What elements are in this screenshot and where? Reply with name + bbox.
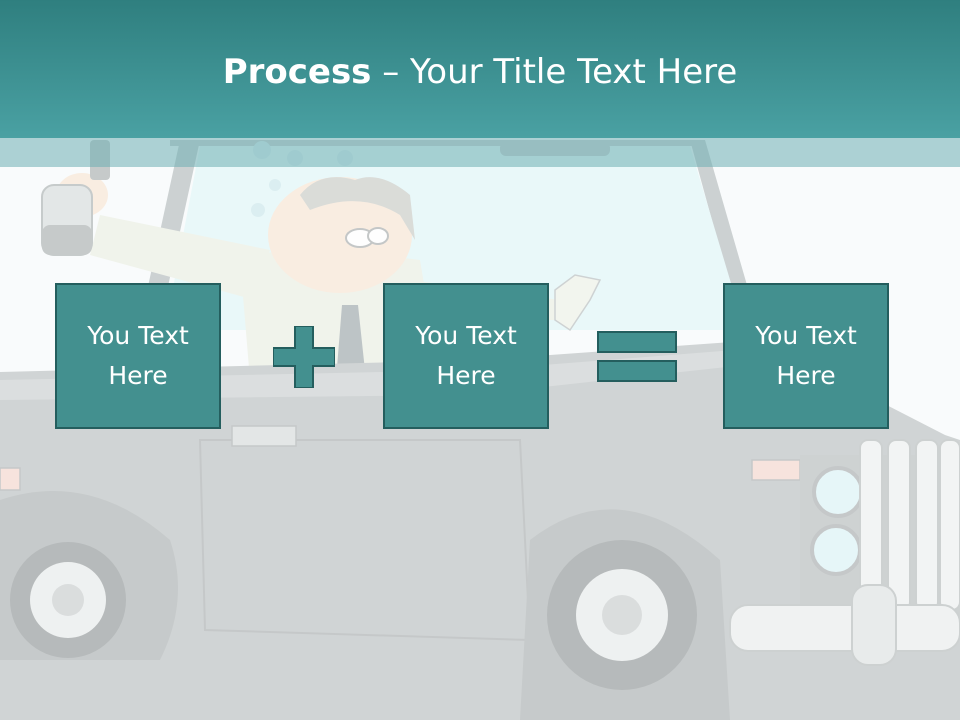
- windshield-pillar-right: [690, 140, 760, 330]
- bubble: [269, 179, 281, 191]
- driver-head: [268, 177, 412, 293]
- process-step-box-2[interactable]: You Text Here: [383, 283, 549, 429]
- bubble: [251, 203, 265, 217]
- process-result-box[interactable]: You Text Here: [723, 283, 889, 429]
- process-result-text: You Text Here: [755, 321, 857, 390]
- title-text: – Your Title Text Here: [371, 52, 738, 92]
- driver-hand-right: [554, 274, 602, 332]
- driver-hair: [300, 177, 415, 240]
- driver-tie: [336, 305, 366, 380]
- bottle-liquid: [42, 225, 92, 255]
- equals-icon: [597, 331, 677, 382]
- hub-front: [602, 595, 642, 635]
- door-handle: [231, 425, 297, 447]
- title-bold: Process: [222, 52, 372, 92]
- slide-title: Process – Your Title Text Here: [0, 52, 960, 92]
- front-bumper: [729, 604, 960, 652]
- tail-light: [0, 467, 21, 491]
- plus-icon: [273, 326, 335, 388]
- process-step-2-text: You Text Here: [415, 321, 517, 390]
- driver-eye: [367, 227, 389, 245]
- process-step-box-1[interactable]: You Text Here: [55, 283, 221, 429]
- hub-rear: [52, 584, 84, 616]
- process-step-1-text: You Text Here: [87, 321, 189, 390]
- driver-arm-left: [90, 215, 270, 300]
- title-band: [0, 138, 960, 167]
- bumper-guard: [851, 584, 897, 666]
- title-bar: [0, 0, 960, 138]
